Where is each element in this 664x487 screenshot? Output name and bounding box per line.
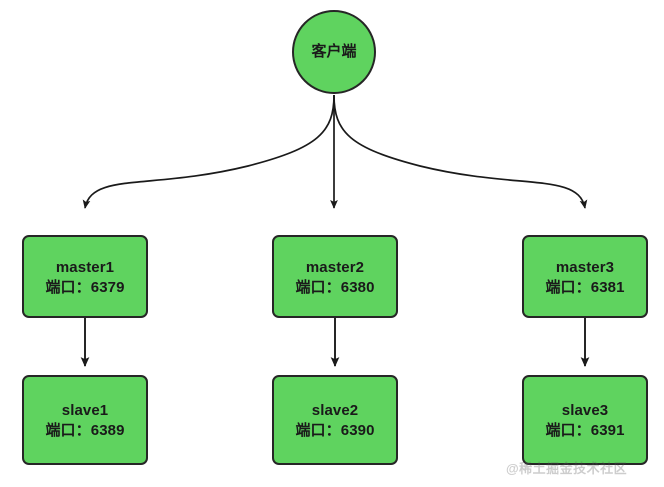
node-client-label: 客户端: [311, 43, 357, 60]
node-slave3-title: slave3: [561, 402, 609, 419]
node-master2[interactable]: master2 端口：6380: [272, 235, 398, 318]
edge-client-to-master1: [82, 94, 335, 209]
node-master1-port: 端口：6379: [45, 278, 125, 296]
node-master3[interactable]: master3 端口：6381: [522, 235, 648, 318]
node-slave1[interactable]: slave1 端口：6389: [22, 375, 148, 465]
edge-client-to-master3: [333, 94, 588, 209]
node-master2-port: 端口：6380: [295, 278, 375, 296]
node-slave3-port: 端口：6391: [545, 422, 625, 439]
node-master2-title: master2: [305, 258, 365, 276]
node-slave1-title: slave1: [61, 402, 109, 419]
node-slave2-title: slave2: [311, 402, 359, 419]
node-slave3[interactable]: slave3 端口：6391: [522, 375, 648, 465]
node-master1[interactable]: master1 端口：6379: [22, 235, 148, 318]
node-slave2[interactable]: slave2 端口：6390: [272, 375, 398, 465]
node-master1-title: master1: [55, 258, 115, 276]
node-client[interactable]: 客户端: [292, 10, 376, 94]
node-master3-port: 端口：6381: [545, 278, 625, 296]
node-slave2-port: 端口：6390: [295, 422, 375, 439]
node-slave1-port: 端口：6389: [45, 422, 125, 439]
node-master3-title: master3: [555, 258, 615, 276]
